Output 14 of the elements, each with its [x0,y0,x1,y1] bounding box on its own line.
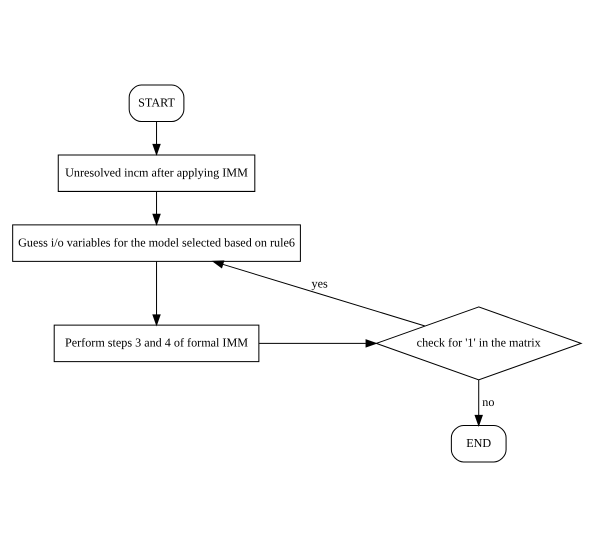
edge-label: yes [312,276,328,290]
arrow [259,339,378,348]
arrow [212,260,426,326]
node-box: Unresolved incm after applying IMM [58,154,256,192]
node-box: Perform steps 3 and 4 of formal IMM [54,324,260,362]
node-diamond: check for '1' in the matrix [374,306,583,380]
node-box: END [450,424,507,462]
edge-label: no [482,394,494,409]
arrow [152,122,161,156]
arrow [474,380,483,427]
arrow [152,192,161,226]
node-box: Guess i/o variables for the model selected based on rule6 [12,224,301,262]
arrow [152,262,161,327]
node-box: START [128,84,184,122]
